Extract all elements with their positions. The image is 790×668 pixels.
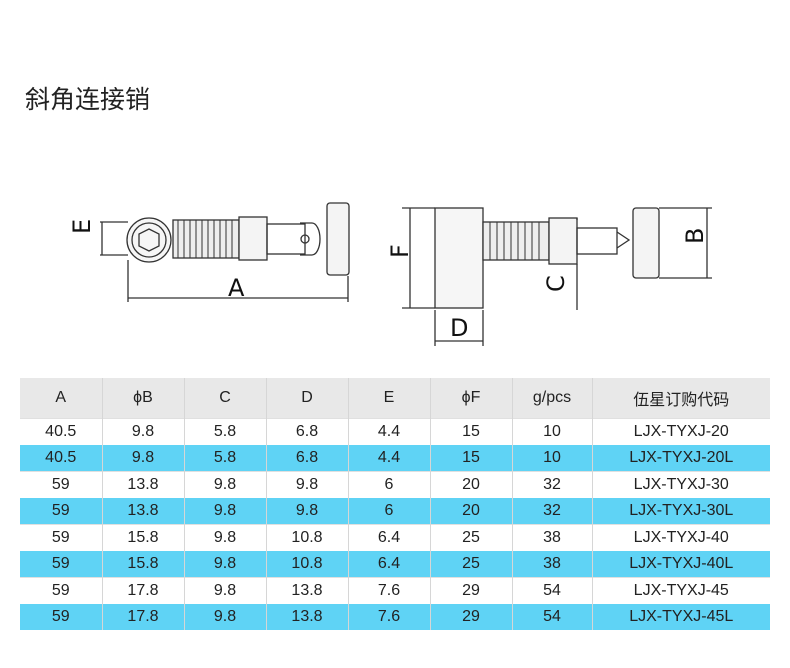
table-cell: 59 [20,577,103,604]
table-cell: 13.8 [266,577,349,604]
table-cell: 17.8 [102,604,185,630]
table-cell: LJX-TYXJ-45L [592,604,770,630]
table-cell: 6 [348,498,431,525]
table-cell: LJX-TYXJ-45 [592,577,770,604]
column-header: D [266,378,349,419]
table-cell: 9.8 [184,471,267,498]
table-cell: 25 [430,551,513,578]
label-a: A [228,274,245,302]
table-cell: 4.4 [348,418,431,445]
page-title: 斜角连接销 [25,85,151,114]
table-cell: 9.8 [102,445,185,472]
table-cell: 20 [430,471,513,498]
column-header: 伍星订购代码 [592,378,770,419]
table-cell: LJX-TYXJ-20 [592,418,770,445]
column-header: ϕF [430,378,513,419]
table-cell: 9.8 [184,604,267,630]
table-cell: 38 [512,551,593,578]
table-cell: 59 [20,524,103,551]
table-cell: 54 [512,604,593,630]
table-cell: LJX-TYXJ-30 [592,471,770,498]
label-b: B [681,228,709,244]
table-cell: 9.8 [184,498,267,525]
table-cell: 4.4 [348,445,431,472]
column-header: A [20,378,103,419]
table-cell: 13.8 [266,604,349,630]
table-cell: 13.8 [102,498,185,525]
table-cell: 29 [430,604,513,630]
table-cell: 10 [512,445,593,472]
table-cell: 6 [348,471,431,498]
table-cell: 40.5 [20,445,103,472]
table-cell: 9.8 [184,524,267,551]
table-cell: 54 [512,577,593,604]
table-cell: 59 [20,471,103,498]
table-cell: 13.8 [102,471,185,498]
table-cell: 15 [430,418,513,445]
label-c: C [542,275,570,292]
column-header: C [184,378,267,419]
table-cell: 10.8 [266,551,349,578]
table-cell: 6.4 [348,551,431,578]
table-cell: 59 [20,551,103,578]
table-cell: 5.8 [184,445,267,472]
table-cell: 9.8 [102,418,185,445]
table-cell: 32 [512,471,593,498]
table-cell: LJX-TYXJ-40L [592,551,770,578]
technical-drawing: A E F B C D [68,202,712,346]
side-view-pin [100,202,350,302]
table-cell: 25 [430,524,513,551]
table-cell: 38 [512,524,593,551]
table-cell: 10.8 [266,524,349,551]
label-e: E [68,219,96,234]
table-cell: LJX-TYXJ-40 [592,524,770,551]
column-header: E [348,378,431,419]
table-cell: 7.6 [348,577,431,604]
table-cell: 15.8 [102,524,185,551]
table-cell: 59 [20,498,103,525]
table-cell: 15.8 [102,551,185,578]
table-cell: 9.8 [266,471,349,498]
table-cell: 10 [512,418,593,445]
table-cell: 29 [430,577,513,604]
table-cell: 9.8 [266,498,349,525]
table-cell: 15 [430,445,513,472]
table-cell: 17.8 [102,577,185,604]
table-cell: 20 [430,498,513,525]
column-header: ϕB [102,378,185,419]
label-d: D [450,314,468,342]
column-header: g/pcs [512,378,593,419]
table-cell: 9.8 [184,551,267,578]
table-cell: 40.5 [20,418,103,445]
table-cell: 6.8 [266,445,349,472]
table-cell: 59 [20,604,103,630]
label-f: F [386,244,414,258]
table-cell: 6.4 [348,524,431,551]
table-cell: 9.8 [184,577,267,604]
table-cell: 5.8 [184,418,267,445]
table-cell: 32 [512,498,593,525]
table-cell: 6.8 [266,418,349,445]
table-cell: LJX-TYXJ-20L [592,445,770,472]
table-cell: 7.6 [348,604,431,630]
front-view-pin [402,207,712,346]
table-cell: LJX-TYXJ-30L [592,498,770,525]
